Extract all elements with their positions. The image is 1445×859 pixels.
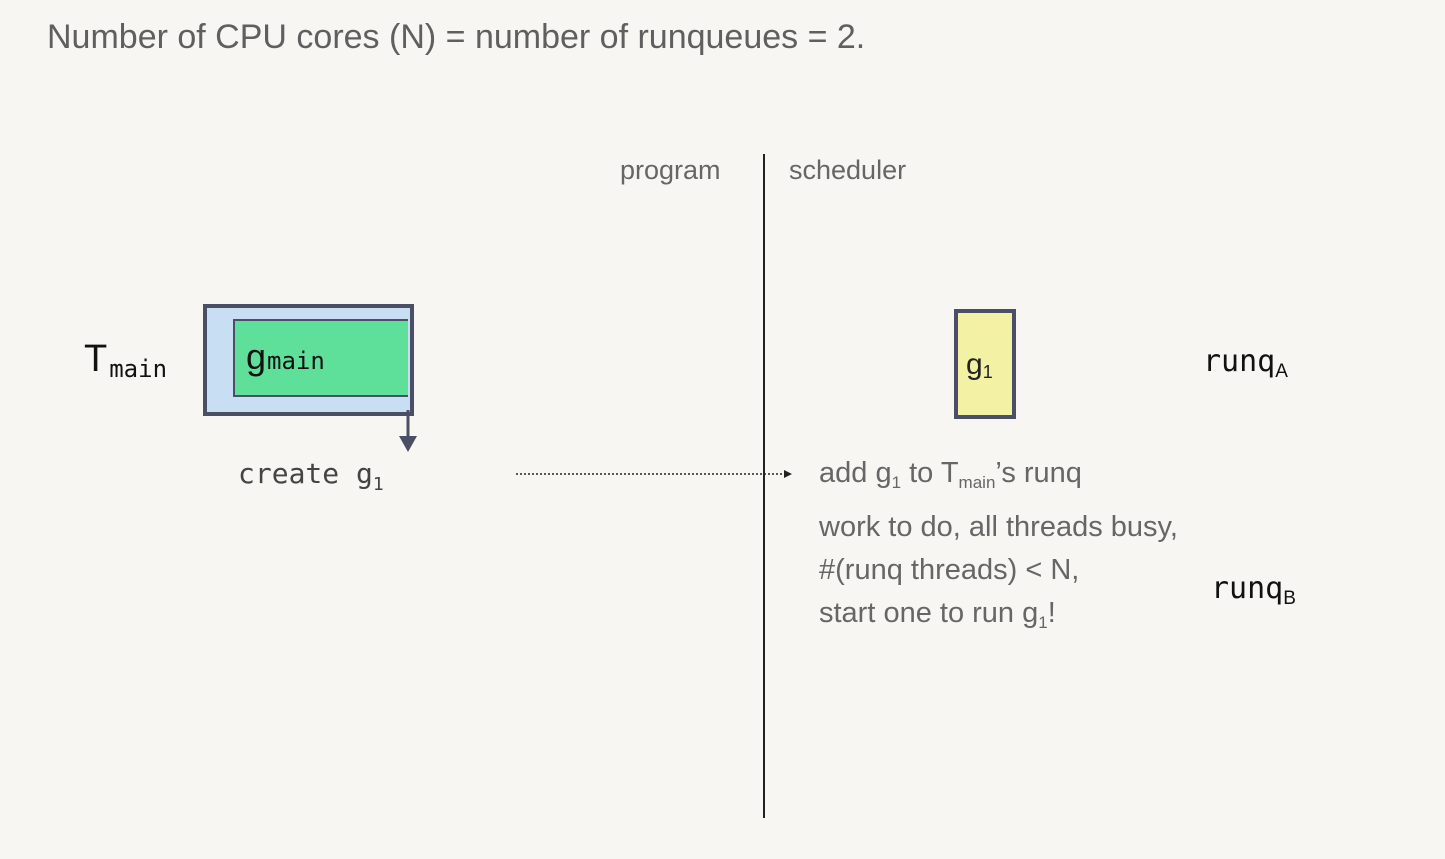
runqueue-a-name: runq	[1203, 344, 1276, 379]
scheduler-note-condition: #(runq threads) < N,	[819, 554, 1080, 586]
note-start-text: start one to run g	[819, 597, 1039, 629]
scheduler-note-add-g1: add g1 to Tmain’s runq	[819, 457, 1082, 493]
program-scheduler-divider	[763, 154, 765, 818]
g1-subscript: 1	[982, 362, 993, 382]
runqueue-b-label: runqB	[1211, 571, 1296, 610]
runqueue-b-subscript: B	[1283, 588, 1296, 609]
note-g-subscript: 1	[891, 473, 902, 492]
program-column-label: program	[620, 155, 721, 185]
note-add-text: add g	[819, 457, 892, 489]
note-start-subscript: 1	[1038, 613, 1048, 632]
goroutine-main-label: gmain	[246, 336, 325, 378]
scheduler-column-label: scheduler	[789, 155, 907, 185]
runqueue-a-subscript: A	[1275, 361, 1288, 382]
create-subscript: 1	[372, 474, 384, 495]
thread-letter: T	[84, 338, 108, 380]
timeline-down-arrowhead	[399, 436, 417, 452]
note-runq-text: ’s runq	[995, 457, 1082, 489]
create-text: create g	[238, 457, 373, 490]
goroutine-main-box	[233, 319, 408, 397]
slide-title: Number of CPU cores (N) = number of runq…	[47, 18, 866, 56]
goroutine-letter: g	[246, 336, 267, 377]
goroutine-g1-box	[954, 309, 1016, 419]
note-thread-subscript: main	[958, 473, 996, 492]
runqueue-b-name: runq	[1211, 571, 1284, 606]
create-g1-action: create g1	[238, 457, 384, 495]
g1-letter: g	[966, 348, 983, 381]
runqueue-a-label: runqA	[1203, 344, 1288, 383]
note-to-text: to T	[901, 457, 959, 489]
scheduler-note-work: work to do, all threads busy,	[819, 511, 1178, 543]
note-start-bang: !	[1047, 597, 1056, 629]
goroutine-g1-label: g1	[966, 348, 993, 383]
goroutine-subscript: main	[267, 347, 325, 375]
thread-main-label: Tmain	[84, 338, 167, 383]
scheduler-note-start: start one to run g1!	[819, 597, 1056, 633]
dotted-create-arrowhead	[784, 470, 792, 478]
thread-subscript: main	[109, 355, 168, 383]
